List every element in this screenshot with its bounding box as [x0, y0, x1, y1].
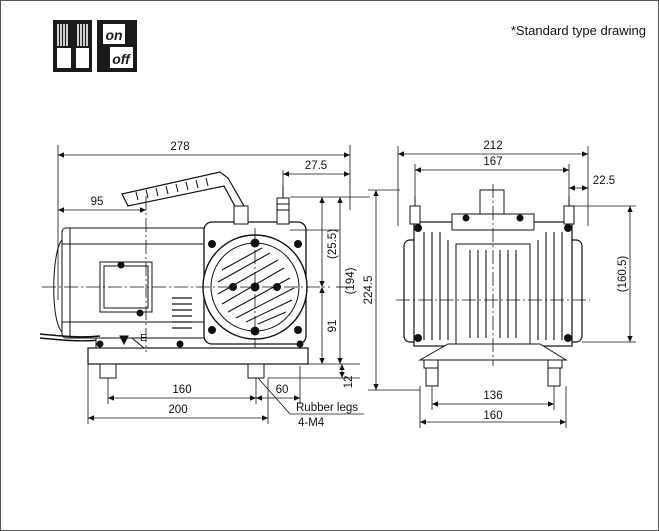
- dim-center-height: (194): [345, 267, 357, 294]
- ground-mark: E: [140, 333, 147, 344]
- side-view: [39, 171, 330, 379]
- on-off-switch-icon: on off: [97, 20, 137, 72]
- dim-port-span: 167: [483, 156, 502, 168]
- dim-spout-offset: 27.5: [305, 160, 327, 172]
- dim-leg-height: 12: [343, 376, 355, 389]
- dim-port-offset: 22.5: [593, 175, 615, 187]
- dim-leg-span: 160: [172, 384, 191, 396]
- dim-front-leg-span: 136: [483, 390, 502, 402]
- rubber-legs-spec: 4-M4: [298, 417, 325, 429]
- front-view: [396, 184, 590, 387]
- base-plate: [87, 347, 309, 365]
- dim-body-height: (160.5): [617, 256, 629, 293]
- rubber-legs-label: Rubber legs: [296, 402, 358, 414]
- dim-front-base-width: 160: [483, 410, 502, 422]
- cable-terminal-icon: [53, 20, 92, 72]
- standard-type-note: *Standard type drawing: [510, 23, 646, 38]
- carry-handle: [121, 171, 245, 213]
- dim-total-height-label: 224.5: [363, 276, 375, 305]
- dim-handle-offset: 95: [91, 196, 104, 208]
- dim-head-upper: (25.5): [327, 229, 339, 259]
- dim-overall-length: 278: [170, 141, 189, 153]
- dim-overall-width: 212: [483, 140, 502, 152]
- dim-base-length: 200: [168, 404, 187, 416]
- dim-leg-offset: 60: [276, 384, 289, 396]
- switch-on-label: on: [105, 27, 122, 43]
- switch-off-label: off: [112, 51, 131, 67]
- dim-axis-height: 91: [327, 320, 339, 333]
